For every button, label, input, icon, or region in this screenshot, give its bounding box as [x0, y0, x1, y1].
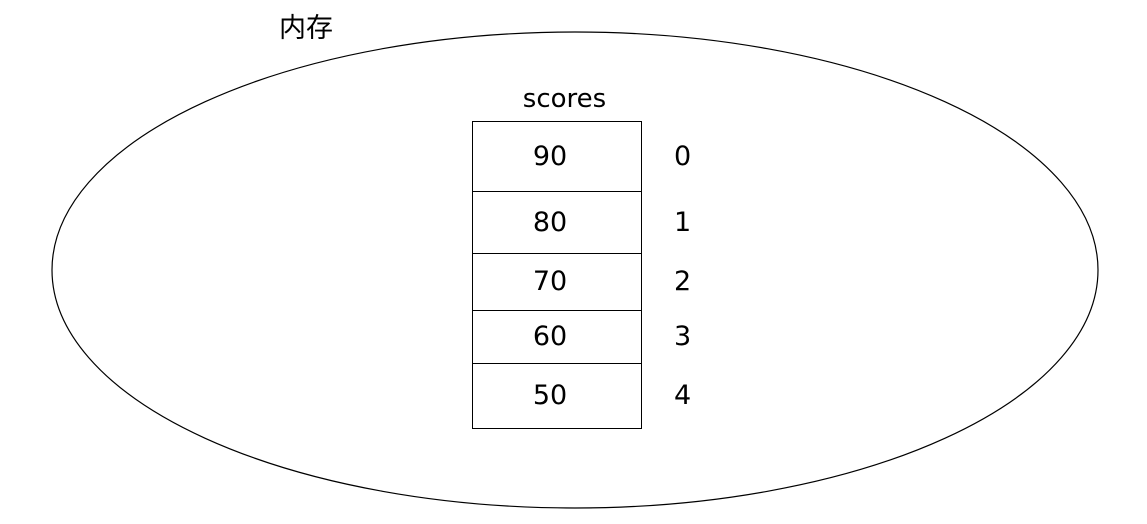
array-cell-0: 90 0	[473, 122, 691, 192]
array-index-label: 3	[674, 321, 692, 352]
array-cell-2: 70 2	[473, 254, 691, 311]
array-name-label: scores	[522, 84, 607, 114]
array-cell-value: 90	[532, 140, 568, 172]
array-index-label: 2	[674, 266, 692, 297]
memory-boundary-ellipse	[51, 31, 1099, 509]
array-index-label: 1	[674, 206, 692, 238]
array-cell-4: 50 4	[473, 364, 691, 428]
array-cell-1: 80 1	[473, 192, 691, 254]
array-cell-3: 60 3	[473, 311, 691, 364]
memory-label: 内存	[279, 13, 333, 44]
array-index-label: 0	[674, 140, 692, 172]
array-table: 90 0 80 1 70 2 60 3 50 4	[472, 121, 691, 429]
array-index-label: 4	[674, 380, 692, 411]
array-cell-value: 80	[532, 206, 568, 238]
array-cell-value: 50	[532, 380, 568, 411]
array-cell-value: 70	[532, 266, 568, 297]
array-cell-value: 60	[532, 321, 568, 352]
